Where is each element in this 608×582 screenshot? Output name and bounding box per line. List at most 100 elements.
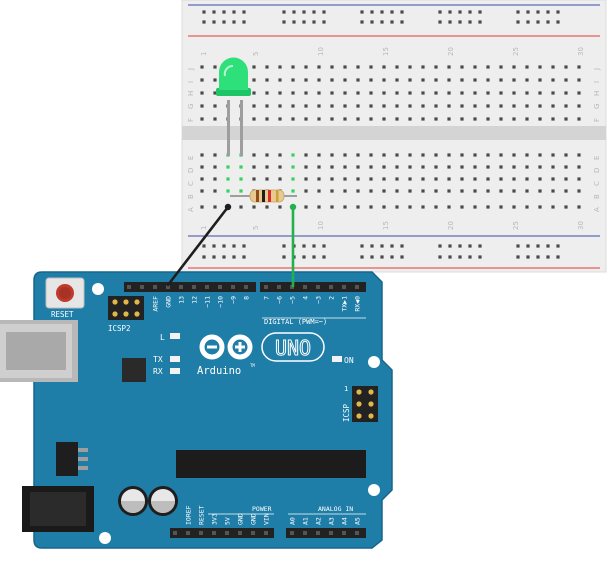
breadboard-hole [278, 65, 282, 69]
tx-indicator [170, 356, 180, 362]
breadboard-hole [200, 189, 204, 193]
breadboard-hole [343, 78, 347, 82]
rail-hole [232, 255, 236, 259]
breadboard-hole [447, 91, 451, 95]
green-led[interactable] [216, 57, 251, 96]
breadboard-hole [200, 104, 204, 108]
tx-label: TX [153, 355, 163, 364]
breadboard-hole [408, 177, 412, 181]
rail-hole [202, 244, 206, 248]
breadboard-hole [512, 153, 516, 157]
breadboard-hole [304, 165, 308, 169]
reset-button[interactable] [45, 277, 85, 309]
breadboard-hole [382, 65, 386, 69]
breadboard-hole [538, 117, 542, 121]
on-indicator [332, 356, 342, 362]
breadboard-hole [291, 91, 295, 95]
breadboard-hole [213, 189, 217, 193]
breadboard-hole [512, 205, 516, 209]
breadboard-hole [512, 104, 516, 108]
breadboard-hole [460, 165, 464, 169]
breadboard-hole [343, 65, 347, 69]
breadboard-hole [382, 153, 386, 157]
rail-hole [390, 244, 394, 248]
digital-pin-label: 8 [243, 296, 251, 300]
header-pin [212, 531, 216, 535]
rail-hole [468, 20, 472, 24]
breadboard-hole [239, 177, 243, 181]
usb-connector[interactable] [0, 320, 78, 382]
breadboard-hole [252, 117, 256, 121]
breadboard-hole [265, 78, 269, 82]
breadboard-hole [330, 65, 334, 69]
column-number: 30 [577, 221, 585, 230]
breadboard-hole [499, 189, 503, 193]
rail-hole [438, 244, 442, 248]
rail-hole [556, 255, 560, 259]
breadboard-hole [421, 177, 425, 181]
breadboard-hole [473, 78, 477, 82]
breadboard-hole [317, 189, 321, 193]
breadboard-hole [538, 91, 542, 95]
power-pin-label: 3V3 [211, 513, 219, 525]
breadboard-hole [408, 165, 412, 169]
breadboard-hole [525, 165, 529, 169]
breadboard-hole [551, 91, 555, 95]
column-number: 25 [512, 221, 520, 230]
breadboard-hole [421, 117, 425, 121]
row-letter: E [593, 156, 601, 160]
column-number: 1 [200, 226, 208, 230]
row-letter: C [187, 181, 195, 186]
rail-hole [448, 10, 452, 14]
row-letter: F [593, 118, 601, 122]
header-pin [218, 285, 222, 289]
breadboard-hole [473, 189, 477, 193]
resistor[interactable] [230, 189, 297, 203]
breadboard-hole [265, 104, 269, 108]
breadboard-hole [486, 189, 490, 193]
breadboard-hole [330, 78, 334, 82]
breadboard-hole [304, 65, 308, 69]
black-ground-wire[interactable] [166, 205, 230, 287]
dc-power-jack[interactable] [22, 486, 94, 532]
icsp2-label: ICSP2 [108, 324, 131, 333]
power-header [170, 528, 366, 538]
breadboard-hole [525, 177, 529, 181]
breadboard-hole [317, 78, 321, 82]
digital-pin-label: ~9 [230, 296, 238, 304]
breadboard-hole [577, 65, 581, 69]
breadboard-hole [486, 117, 490, 121]
breadboard-hole [564, 205, 568, 209]
analog-pin-label: A3 [328, 517, 336, 525]
rail-hole [390, 10, 394, 14]
breadboard-hole [278, 177, 282, 181]
row-letter: I [593, 81, 601, 83]
rail-hole [478, 244, 482, 248]
breadboard-hole [317, 153, 321, 157]
power-pin-label: VIN [263, 513, 271, 525]
breadboard-hole [473, 177, 477, 181]
breadboard-hole [395, 91, 399, 95]
icsp2-header [108, 296, 144, 320]
breadboard-hole [564, 65, 568, 69]
breadboard-hole [460, 153, 464, 157]
row-letter: G [593, 104, 601, 109]
breadboard-hole [278, 104, 282, 108]
reset-label: RESET [51, 310, 74, 319]
breadboard-hole [252, 153, 256, 157]
rail-hole [360, 20, 364, 24]
breadboard-hole [421, 78, 425, 82]
breadboard-hole [486, 91, 490, 95]
breadboard-hole [213, 65, 217, 69]
digital-pin-label: RX◀0 [354, 296, 362, 312]
breadboard-hole [382, 117, 386, 121]
column-numbers-top: 1 5 10 15 20 25 30 [200, 47, 585, 56]
power-label: POWER [252, 505, 272, 513]
breadboard-hole [408, 91, 412, 95]
breadboard-hole [252, 78, 256, 82]
breadboard-hole [252, 104, 256, 108]
breadboard-hole [304, 117, 308, 121]
analog-pin-label: A0 [289, 517, 297, 525]
